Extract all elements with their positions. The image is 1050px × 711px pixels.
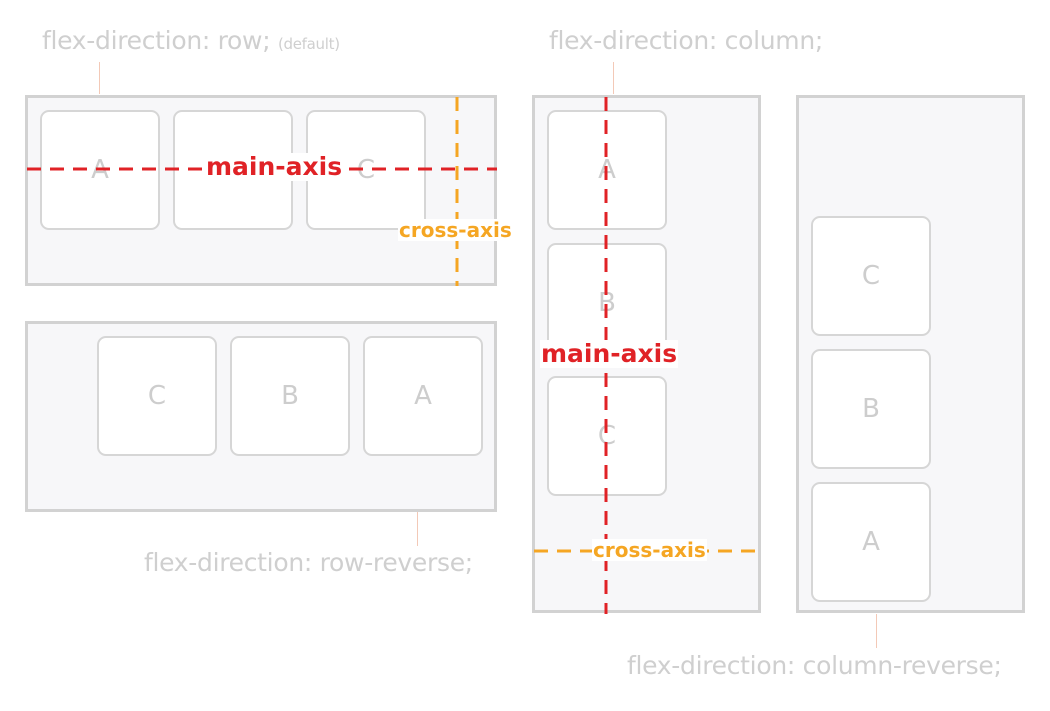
row-main-axis-label: main-axis [205, 152, 344, 181]
row-cross-axis-label: cross-axis [398, 218, 513, 242]
caption-row: flex-direction: row; (default) [42, 26, 340, 55]
leader-line-row [99, 62, 100, 94]
column-reverse-item-a: A [811, 482, 931, 602]
row-reverse-container: C B A [25, 321, 497, 512]
column-reverse-item-c: C [811, 216, 931, 336]
caption-row-text: flex-direction: row; [42, 26, 271, 55]
caption-column: flex-direction: column; [549, 26, 823, 55]
leader-line-column-reverse [876, 614, 877, 648]
row-container: A B C [25, 95, 497, 286]
row-reverse-item-b: B [230, 336, 350, 456]
leader-line-row-reverse [417, 512, 418, 546]
column-cross-axis-label: cross-axis [592, 538, 707, 562]
row-item-a: A [40, 110, 160, 230]
row-reverse-item-c: C [97, 336, 217, 456]
caption-column-reverse: flex-direction: column-reverse; [627, 651, 1002, 680]
column-reverse-container: C B A [796, 95, 1025, 613]
row-reverse-item-a: A [363, 336, 483, 456]
caption-row-default: (default) [277, 35, 340, 53]
column-main-axis-label: main-axis [540, 339, 679, 368]
leader-line-column [613, 62, 614, 94]
column-reverse-item-b: B [811, 349, 931, 469]
caption-row-reverse: flex-direction: row-reverse; [144, 548, 473, 577]
